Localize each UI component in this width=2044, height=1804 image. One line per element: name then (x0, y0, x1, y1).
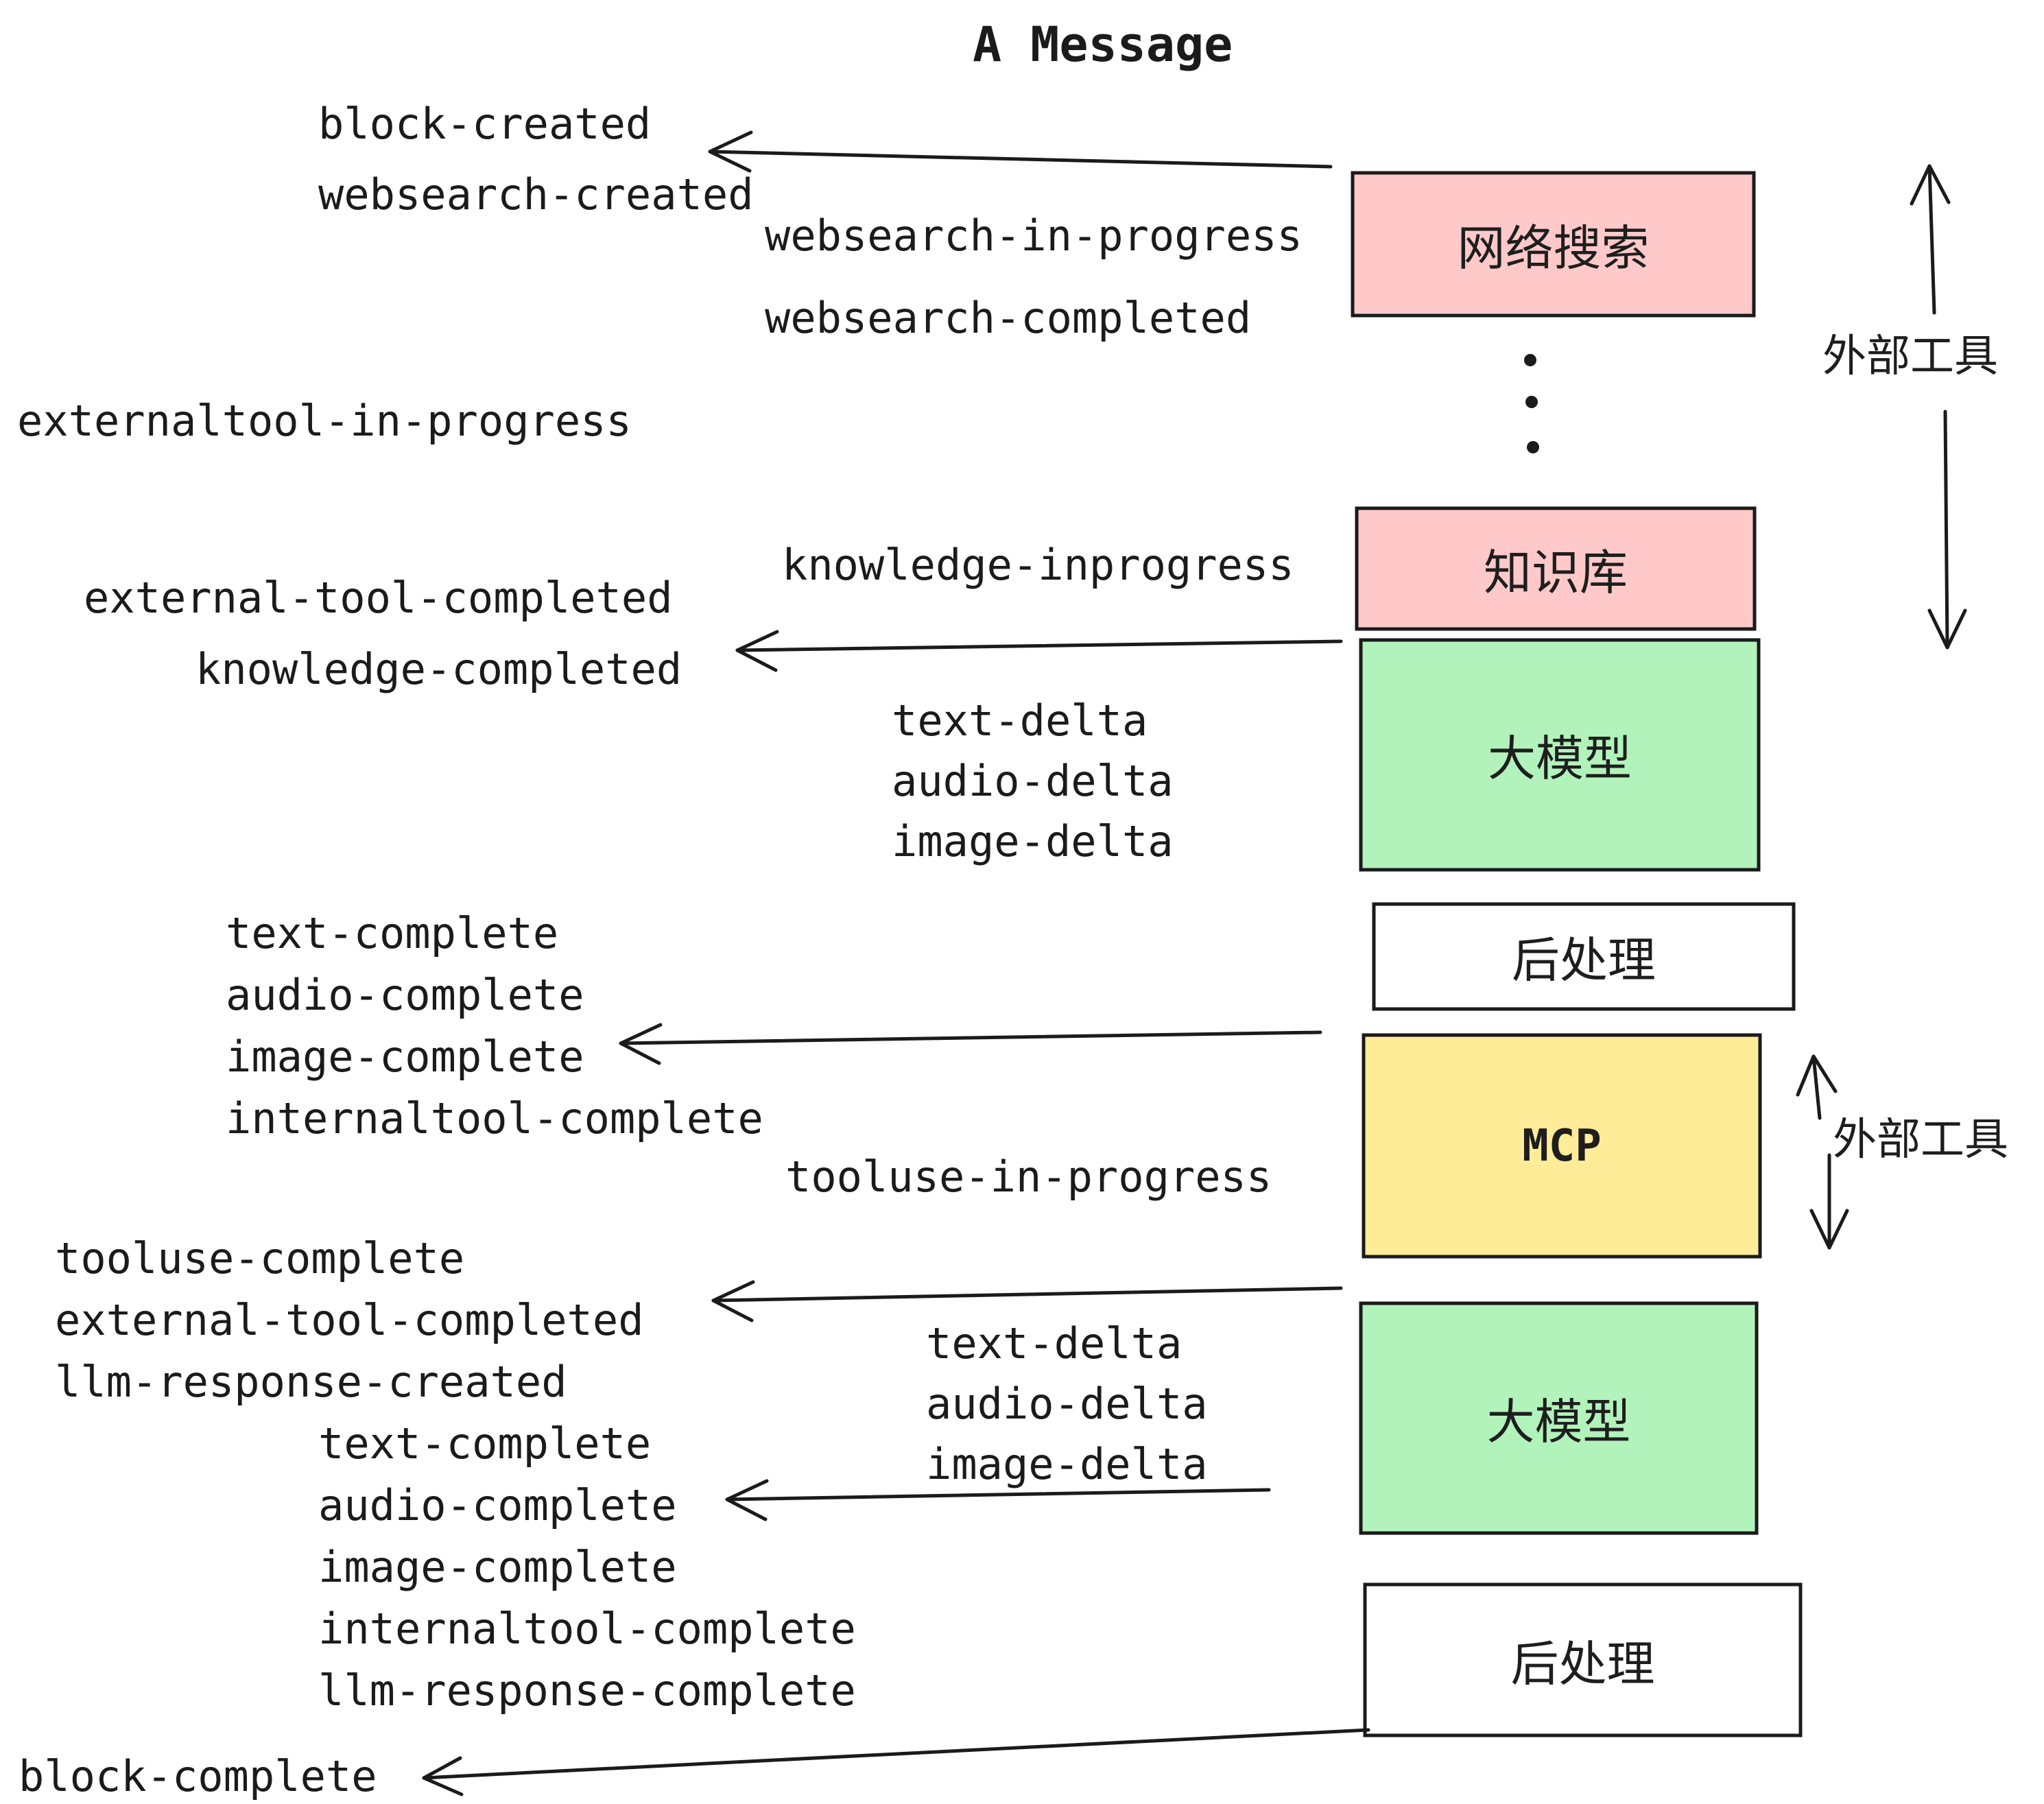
event-image-delta-2: image-delta (926, 1439, 1208, 1489)
event-websearch-created: websearch-created (318, 169, 754, 219)
arrow-post-to-block-complete (422, 1728, 1370, 1796)
websearch-box-label: 网络搜索 (1457, 219, 1650, 276)
event-external-tool-completed-2: external-tool-completed (55, 1295, 644, 1345)
post-bottom-box (1363, 1582, 1803, 1737)
event-external-tool-completed-1: external-tool-completed (84, 573, 673, 623)
page-title: A Message (973, 16, 1233, 73)
external-tools-mid-label: 外部工具 (1833, 1115, 2008, 1165)
event-text-delta-1: text-delta (892, 696, 1148, 746)
event-externaltool-in-progress: externaltool-in-progress (17, 396, 632, 446)
event-image-complete-1: image-complete (226, 1032, 584, 1082)
post-top-box (1372, 902, 1796, 1011)
external-tools-top-down-arrow (1927, 410, 1967, 650)
post-bottom-box-label: 后处理 (1510, 1635, 1655, 1692)
event-image-complete-2: image-complete (318, 1542, 677, 1592)
arrow-llm-to-knowledge-completed (735, 630, 1343, 672)
event-audio-delta-2: audio-delta (926, 1379, 1208, 1429)
event-llm-response-created: llm-response-created (55, 1357, 567, 1407)
event-tooluse-in-progress: tooluse-in-progress (785, 1152, 1272, 1202)
vertical-ellipsis-icon (1524, 354, 1539, 453)
event-audio-delta-1: audio-delta (892, 756, 1174, 806)
event-knowledge-completed: knowledge-completed (195, 644, 682, 694)
llm-top-box-label: 大模型 (1488, 731, 1632, 787)
event-text-delta-2: text-delta (926, 1318, 1183, 1368)
websearch-box (1351, 171, 1756, 318)
event-text-complete-2: text-complete (318, 1419, 652, 1469)
event-internaltool-complete-1: internaltool-complete (226, 1093, 763, 1143)
event-websearch-completed: websearch-completed (765, 293, 1252, 343)
event-image-delta-1: image-delta (892, 816, 1174, 866)
event-knowledge-inprogress: knowledge-inprogress (782, 540, 1294, 590)
event-block-complete: block-complete (19, 1751, 377, 1801)
mcp-box-label: MCP (1522, 1120, 1602, 1172)
arrow-llm2-to-complete-group (725, 1479, 1271, 1521)
event-block-created: block-created (318, 99, 652, 149)
mcp-box (1362, 1033, 1762, 1259)
llm-bottom-box (1359, 1301, 1759, 1535)
external-tools-mid-down-arrow (1809, 1153, 1849, 1250)
post-top-box-label: 后处理 (1512, 932, 1656, 988)
event-llm-response-complete: llm-response-complete (318, 1665, 856, 1716)
llm-top-box (1359, 638, 1761, 872)
llm-bottom-box-label: 大模型 (1486, 1394, 1631, 1450)
external-tools-top-label: 外部工具 (1822, 331, 1998, 382)
event-tooluse-complete: tooluse-complete (55, 1233, 465, 1283)
knowledge-box-label: 知识库 (1484, 544, 1628, 601)
arrow-websearch-to-created (708, 130, 1333, 173)
external-tools-top-up-arrow (1910, 164, 1951, 315)
event-websearch-in-progress: websearch-in-progress (765, 211, 1303, 261)
arrow-llm2-to-tooluse-complete (711, 1280, 1343, 1322)
external-tools-mid-up-arrow (1796, 1054, 1838, 1120)
arrow-mcp-to-complete-group (619, 1023, 1322, 1065)
event-audio-complete-1: audio-complete (226, 970, 584, 1020)
knowledge-box (1355, 506, 1757, 631)
event-internaltool-complete-2: internaltool-complete (318, 1604, 856, 1654)
event-audio-complete-2: audio-complete (318, 1480, 677, 1530)
event-text-complete-1: text-complete (226, 908, 559, 958)
